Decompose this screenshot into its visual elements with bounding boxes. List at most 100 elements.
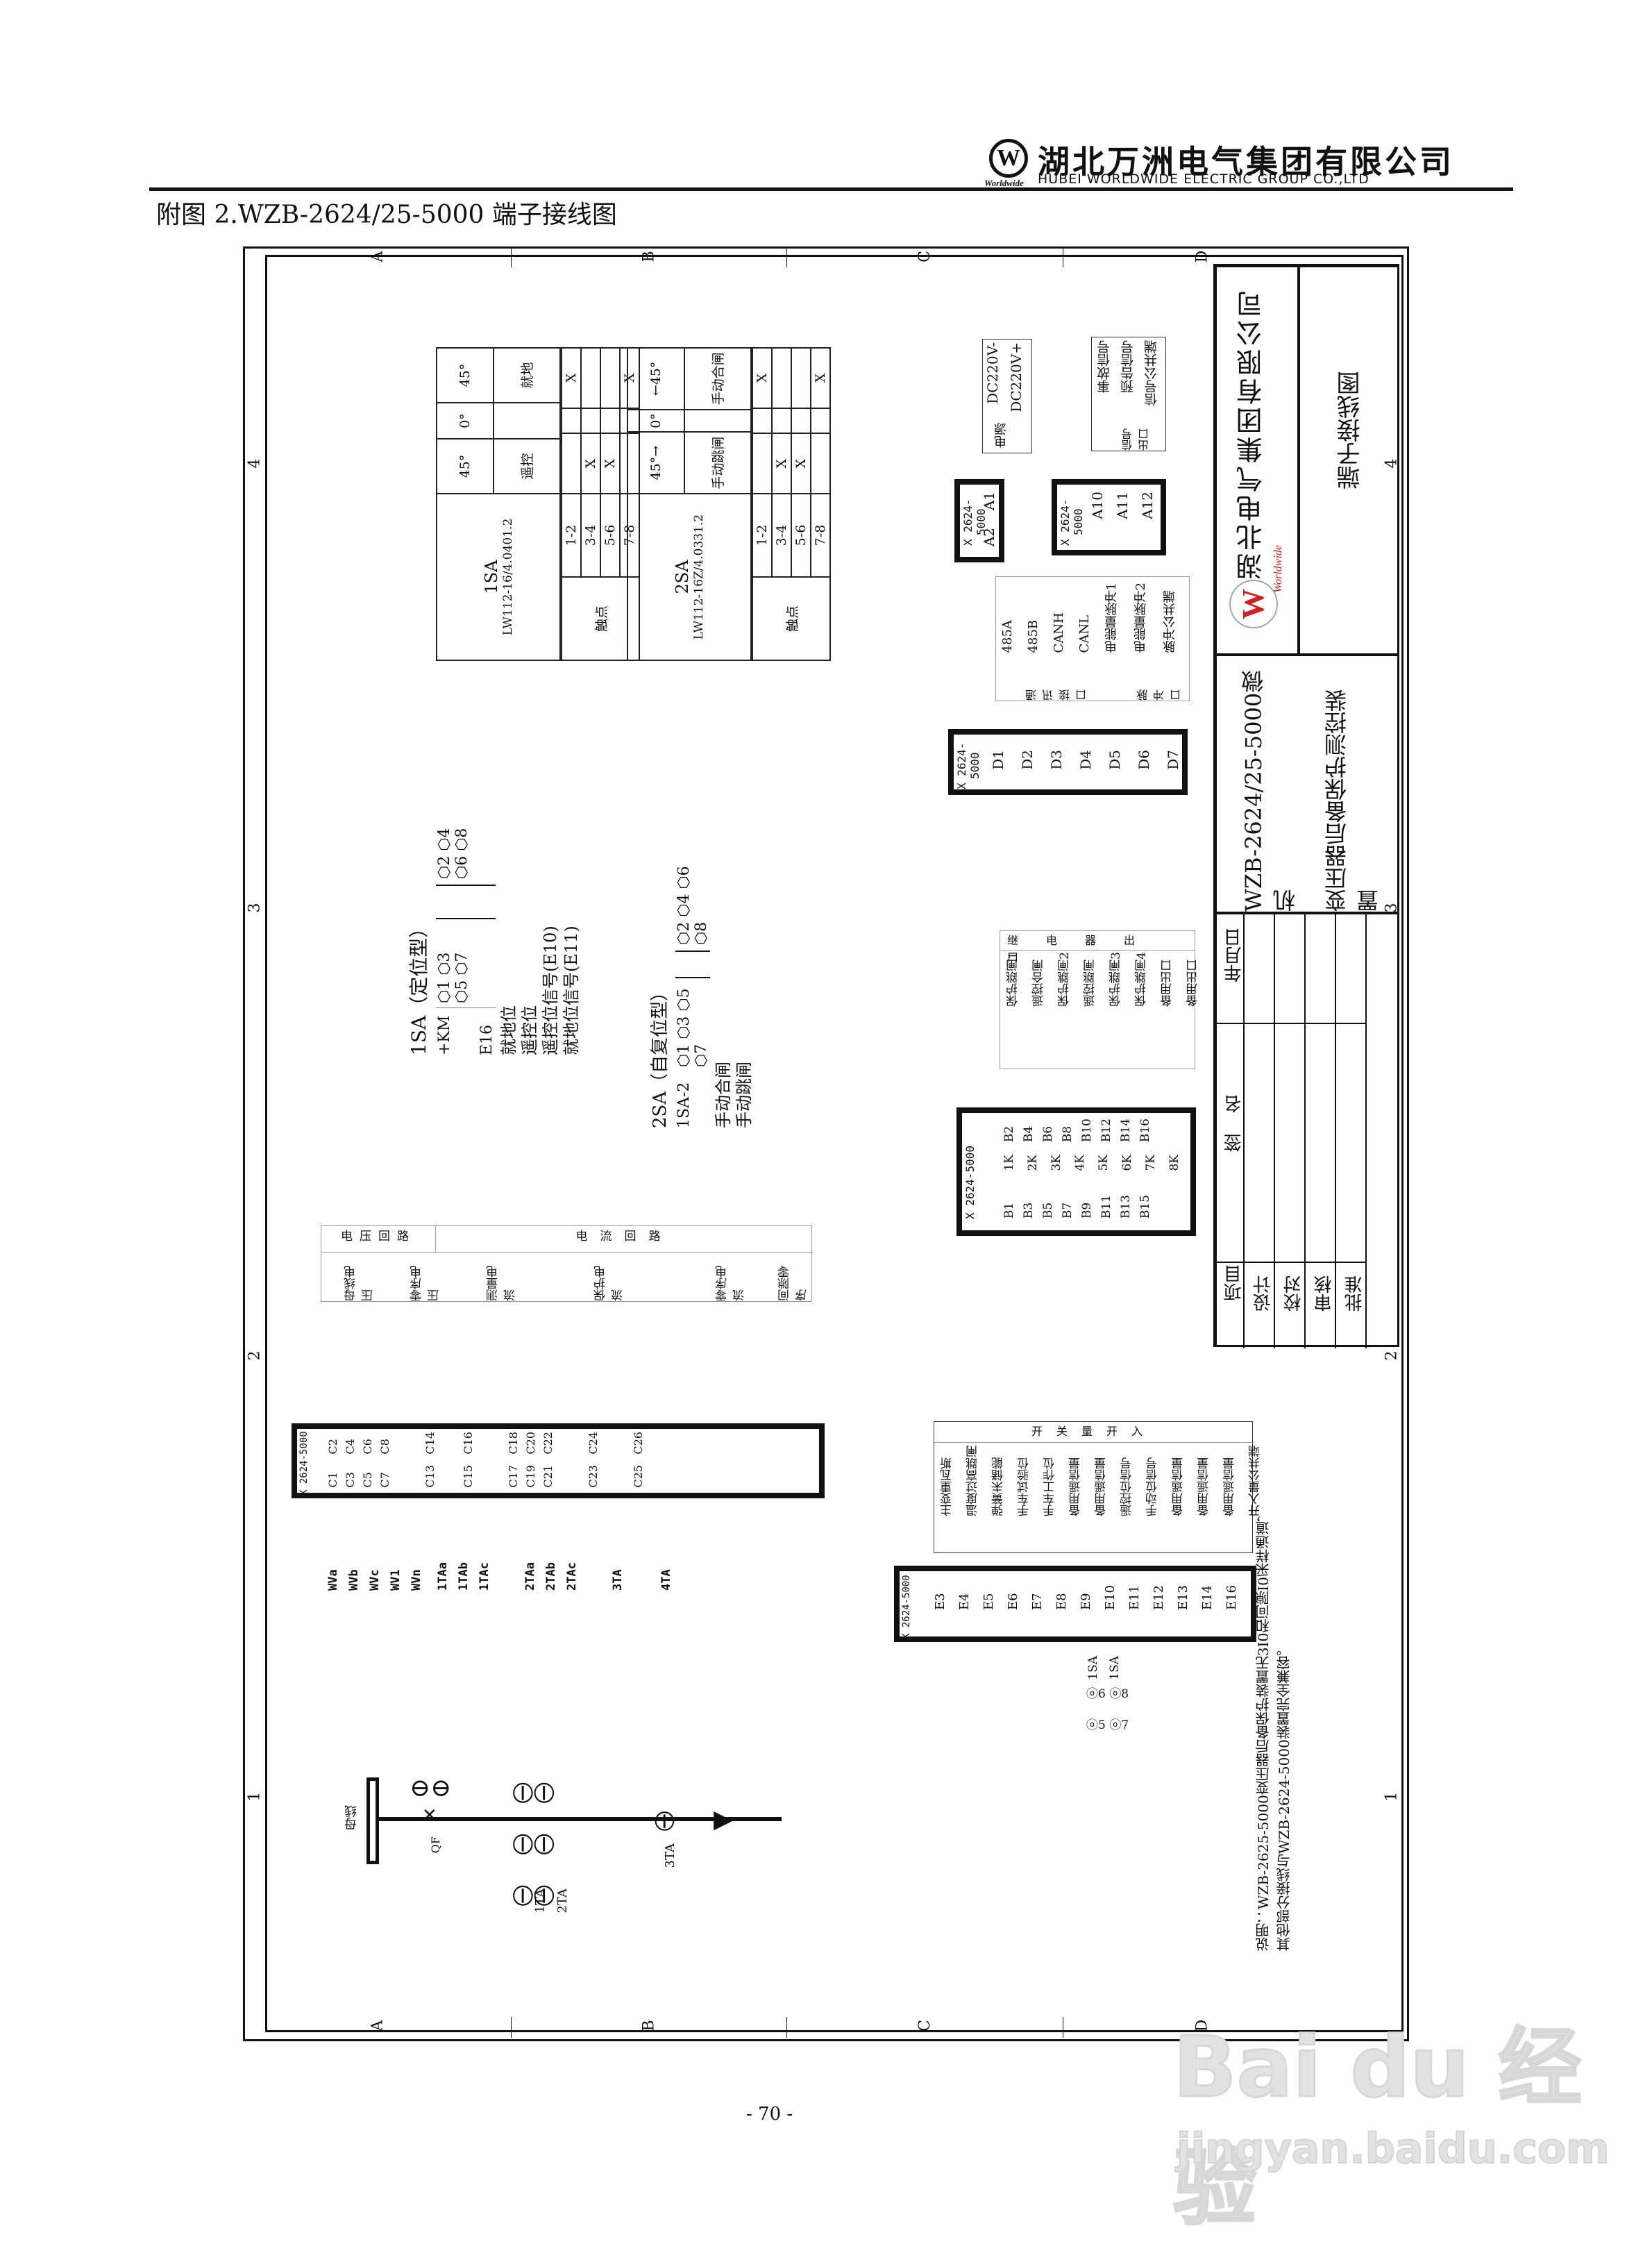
page-number: - 70 - xyxy=(746,2104,793,2125)
contacts-label: 触点 xyxy=(752,577,830,660)
main-line xyxy=(379,1817,782,1821)
contact-mark xyxy=(791,408,811,434)
pin-a1: A1 xyxy=(981,492,997,511)
drawing-frame-outer xyxy=(243,246,1409,2041)
switch-table-1sa: 1SA LW112-16/4.0401.2 45° 0° 45° 遥控 就地 触… xyxy=(436,347,640,661)
sa2-diagram: 2SA（自复位型） 1SA-2 ⬡1 ⬡3 ⬡5 ⬡7 ⬡2 ⬡4 ⬡6 ⬡8 … xyxy=(646,823,770,1128)
contact-mark xyxy=(752,408,772,434)
contact-mark xyxy=(581,408,600,434)
pin-a2: A2 xyxy=(981,528,997,547)
position-label: 手动合闸 xyxy=(684,348,751,410)
watermark-url: jingyan.baidu.com xyxy=(1176,2124,1610,2174)
contact-mark: X xyxy=(811,348,830,408)
sa1-output: 就地位 xyxy=(499,1005,519,1055)
binary-sa-contacts-bottom: ⓞ5 ⓞ7 xyxy=(1086,1718,1129,1732)
logo-subtitle: Worldwide xyxy=(984,178,1024,188)
contact-id: 5-6 xyxy=(791,494,811,577)
pin-a12: A12 xyxy=(1139,492,1156,519)
sa2-output: 手动合闸 xyxy=(714,1062,733,1128)
analog-header-table: 电压回路 电流回路 母线电压 零序电压 测量电流 保护电流 零序电流 间隙零序 xyxy=(321,1225,813,1302)
company-name-en: HUBEI WORLDWIDE ELECTRIC GROUP CO.,LTD xyxy=(1038,171,1369,187)
zone-col-a-bottom: A xyxy=(244,2017,512,2038)
contact-id: 1-2 xyxy=(752,494,772,577)
contact-mark: X xyxy=(562,348,581,408)
breaker-icon: ✕ xyxy=(422,1805,437,1826)
zone-col-c: C xyxy=(787,248,1063,267)
position-angle: ←45° xyxy=(627,348,684,410)
sa1-input-km: +KM xyxy=(436,1015,453,1055)
zone-row-2: 2 xyxy=(246,1350,264,1361)
zone-row-3: 3 xyxy=(246,903,264,913)
switch-table-2sa: 2SA LW112-16Z/4.0331.2 45°→ 0° ←45° 手动跳闸… xyxy=(627,347,831,661)
contact-mark xyxy=(600,408,620,434)
tb-product-cell: WZB-2624/25-5000微机 变压器后备保护测控装置 xyxy=(1215,655,1399,913)
terminal-comm: X 2624-5000 D1 D2 D3 D4 D5 D6 D7 xyxy=(948,729,1188,795)
position-label xyxy=(493,403,560,439)
terminal-signal: X 2624-5000 A10 A11 A12 xyxy=(1052,479,1166,555)
pin-a10: A10 xyxy=(1089,492,1106,519)
sa1-output: 遥控位 xyxy=(520,1005,539,1055)
contact-mark xyxy=(772,348,791,408)
contact-id: 3-4 xyxy=(772,494,791,577)
document-title: 附图 2.WZB-2624/25-5000 端子接线图 xyxy=(156,201,617,229)
zone-row-1-right: 1 xyxy=(1383,1791,1401,1802)
contact-mark xyxy=(600,348,620,408)
title-block: 湖北电气集团有限公司 Worldwide W 端子接线图 WZB-2624/25… xyxy=(1213,264,1399,1348)
zone-row-4: 4 xyxy=(246,458,264,469)
company-logo: W xyxy=(989,139,1028,178)
binary-label-table: 开关量开入 主变重瓦斯温度过高跳闸弹簧未储能手车试验位手车工作位备用遥信量备用遥… xyxy=(934,1421,1263,1553)
zone-col-b: B xyxy=(512,248,787,267)
binary-sa-contacts-top: ⓞ6 ⓞ8 xyxy=(1086,1687,1129,1701)
sa1-output: 就地位信号(E11) xyxy=(562,926,581,1055)
contact-id: 3-4 xyxy=(581,494,600,577)
contact-mark: X xyxy=(581,433,600,494)
binary-sa-refs: 1SA 1SA xyxy=(1086,1656,1122,1680)
position-angle: 45° xyxy=(437,439,494,494)
position-label: 手动跳闸 xyxy=(684,432,751,494)
bus-bar-icon xyxy=(366,1777,379,1864)
terminal-power: X 2624-5000 A1 A2 xyxy=(954,479,1004,562)
tb-sign-table: 年月日 签名 项目 设计 校对 审核 批准 xyxy=(1215,913,1399,1348)
drawing-frame-inner xyxy=(265,255,1404,2032)
zone-row-1: 1 xyxy=(246,1791,264,1802)
sa2-input: 1SA-2 xyxy=(675,1082,693,1128)
position-angle: 0° xyxy=(627,409,684,433)
contact-id: 5-6 xyxy=(600,494,620,577)
sa1-diagram: 1SA（定位型） +KM E16 ⬡1 ⬡3 ⬡5 ⬡7 ⬡2 ⬡4 ⬡6 ⬡8… xyxy=(404,729,581,1055)
logo-letter: W xyxy=(997,145,1020,171)
tb-drawing-name-cell: 端子接线图 xyxy=(1299,266,1399,655)
title-logo-icon: W xyxy=(1229,580,1278,628)
sa-name-cell: 1SA LW112-16/4.0401.2 xyxy=(437,494,560,660)
pin-a11: A11 xyxy=(1114,492,1131,519)
comm-pins: D1 D2 D3 D4 D5 D6 D7 xyxy=(990,750,1181,770)
bus-label: 母线 xyxy=(344,1805,359,1830)
contact-mark xyxy=(752,433,772,494)
pt-icon: ⊖⊖ xyxy=(410,1774,452,1802)
zone-col-a: A xyxy=(244,248,512,267)
contact-mark xyxy=(811,433,830,494)
sa2-output: 手动跳闸 xyxy=(734,1062,754,1128)
position-label: 就地 xyxy=(493,348,560,403)
contact-mark: X xyxy=(600,433,620,494)
header-rule xyxy=(149,187,1513,191)
tb-company-cell: 湖北电气集团有限公司 Worldwide W xyxy=(1215,266,1299,655)
breaker-label: QF xyxy=(429,1836,442,1854)
position-angle: 45°→ xyxy=(627,432,684,494)
sa1-input-e16: E16 xyxy=(478,1024,496,1055)
power-label-table: DC220V- DC220V+ 电源 xyxy=(982,339,1032,453)
contact-mark xyxy=(581,348,600,408)
contact-mark xyxy=(562,408,581,434)
position-angle: 45° xyxy=(437,348,494,403)
position-angle: 0° xyxy=(437,403,494,439)
position-label: 遥控 xyxy=(493,439,560,494)
ct-icons-1ta-2ta: ⦶⦶⦶⦶⦶⦶ xyxy=(512,1775,555,1912)
sa1-title: 1SA（定位型） xyxy=(407,918,430,1055)
contact-id: 7-8 xyxy=(811,494,830,577)
